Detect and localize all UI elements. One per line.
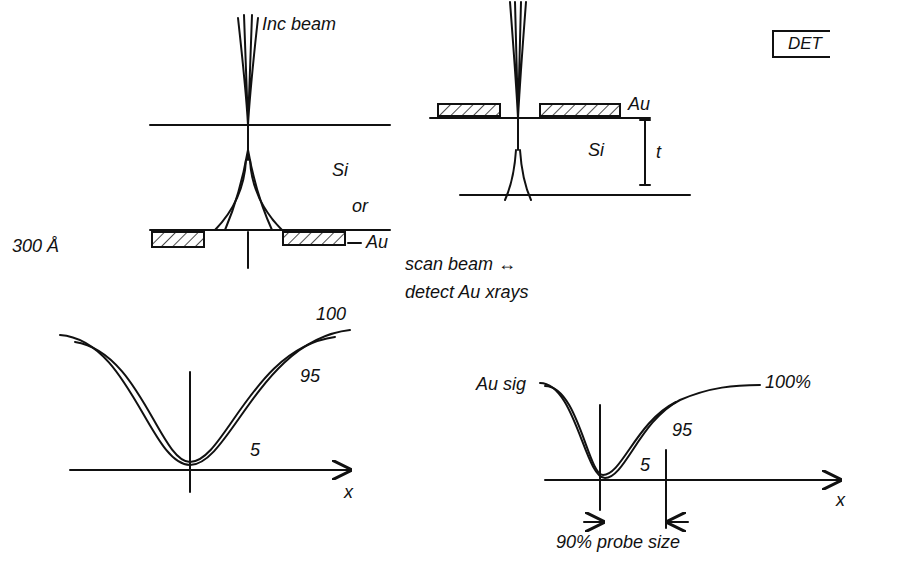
separator-word: or [352,196,368,216]
level-label: 95 [672,420,692,440]
material-label: Au [628,94,650,114]
level-label: 5 [250,440,260,460]
level-label: 100 [316,304,346,324]
material-label: Si [332,160,348,180]
note: scan beam ↔ [405,254,516,274]
dimension: 300 Å [12,236,59,256]
dimension: t [656,142,661,162]
axis-label: x [344,482,353,502]
dimension: 90% probe size [556,532,680,552]
axis-label: Au sig [476,374,526,394]
material-label: Si [588,140,604,160]
axis-label: x [836,490,845,510]
level-label: 95 [300,366,320,386]
node-text: DET [788,34,822,53]
detector-box: DET [772,30,830,58]
level-label: 5 [640,455,650,475]
level-label: 100% [765,372,811,392]
beam-label: Inc beam [262,14,336,34]
material-label: Au [366,232,388,252]
note: detect Au xrays [405,282,528,302]
